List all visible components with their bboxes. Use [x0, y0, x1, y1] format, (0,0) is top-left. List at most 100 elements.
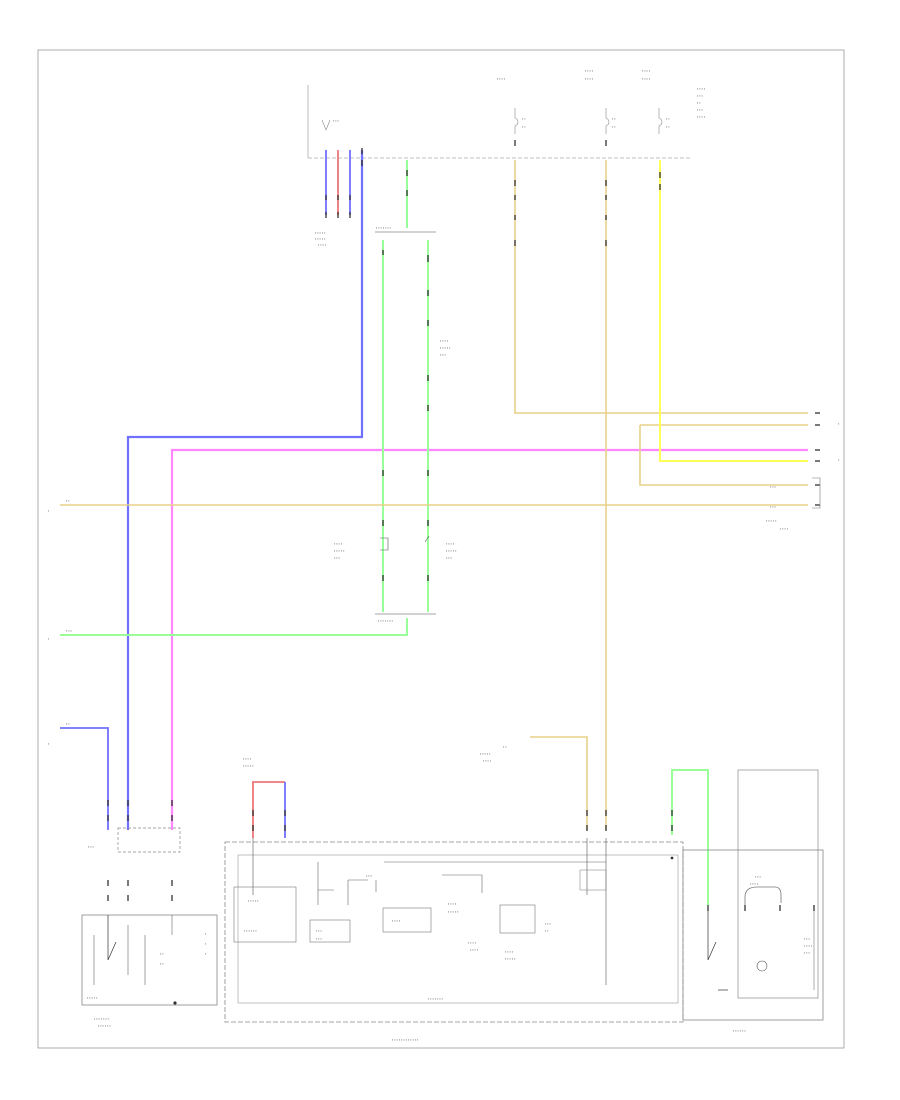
svg-text:▪ ▪ ▪ ▪: ▪ ▪ ▪ ▪ — [804, 944, 812, 948]
svg-text:▪ ▪: ▪ ▪ — [522, 117, 526, 121]
svg-text:▪ ▪ ▪ ▪: ▪ ▪ ▪ ▪ — [750, 882, 758, 886]
svg-text:▪ ▪ ▪: ▪ ▪ ▪ — [446, 556, 452, 560]
svg-text:▪ ▪ ▪ ▪ ▪: ▪ ▪ ▪ ▪ ▪ — [505, 957, 515, 961]
svg-text:▪ ▪: ▪ ▪ — [160, 952, 164, 956]
svg-text:▪ ▪: ▪ ▪ — [666, 117, 670, 121]
wire-green — [60, 160, 709, 905]
svg-text:▪ ▪ ▪ ▪ ▪: ▪ ▪ ▪ ▪ ▪ — [766, 519, 776, 523]
svg-text:▪ ▪ ▪ ▪: ▪ ▪ ▪ ▪ — [697, 115, 705, 119]
svg-text:▪ ▪ ▪ ▪ ▪: ▪ ▪ ▪ ▪ ▪ — [87, 996, 97, 1000]
svg-text:▪ ▪ ▪ ▪: ▪ ▪ ▪ ▪ — [505, 950, 513, 954]
svg-text:▪ ▪ ▪: ▪ ▪ ▪ — [316, 937, 322, 941]
svg-text:▪ ▪ ▪ ▪: ▪ ▪ ▪ ▪ — [697, 87, 705, 91]
relay-switch-mid — [380, 535, 430, 551]
fuse-box-top: ▪ ▪ ▪ ▪ ▪ ▪ ▪ ▪ ▪ ▪ ▪ ▪ ▪ ▪ ▪ ▪ ▪ ▪ ▪ ▪ … — [307, 69, 705, 159]
svg-text:▪ ▪: ▪ ▪ — [503, 745, 507, 749]
svg-text:▪ ▪ ▪ ▪ ▪ ▪ ▪: ▪ ▪ ▪ ▪ ▪ ▪ ▪ — [94, 1017, 109, 1021]
svg-text:▪ ▪ ▪ ▪ ▪: ▪ ▪ ▪ ▪ ▪ — [448, 910, 458, 914]
svg-text:▪ ▪ ▪ ▪ ▪ ▪: ▪ ▪ ▪ ▪ ▪ ▪ — [244, 929, 257, 933]
svg-text:▪ ▪ ▪: ▪ ▪ ▪ — [334, 556, 340, 560]
svg-text:▪ ▪: ▪ ▪ — [545, 929, 549, 933]
svg-text:▪ ▪: ▪ ▪ — [66, 722, 70, 726]
ac-compressor-clutch: ▪ ▪ ▪ ▪ ▪ ▪ ▪ ▪ ▪ ▪ ▪ ▪ ▪ ▪ ▪ ▪ ▪ ▪ ▪ ▪ … — [81, 827, 218, 1028]
svg-text:▪ ▪ ▪: ▪ ▪ ▪ — [755, 875, 761, 879]
svg-text:▪: ▪ — [48, 509, 49, 513]
svg-text:▪ ▪ ▪ ▪ ▪ ▪: ▪ ▪ ▪ ▪ ▪ ▪ — [733, 1029, 746, 1033]
label-ecm-upper: ▪ ▪ ▪ ▪ ▪ ▪ ▪ ▪ ▪ ▪ ▪ ▪ ▪ ▪ ▪ ▪ ▪ ▪ ▪ ▪ — [243, 745, 507, 768]
svg-text:▪ ▪ ▪: ▪ ▪ ▪ — [88, 845, 94, 849]
wire-pink — [170, 448, 808, 830]
engine-control-module: ▪ ▪ ▪ ▪ ▪ ▪ ▪ ▪ ▪ ▪ ▪ ▪ ▪ ▪ ▪ ▪ ▪ ▪ ▪ ▪ … — [224, 838, 684, 1042]
svg-text:▪ ▪ ▪ ▪: ▪ ▪ ▪ ▪ — [780, 527, 788, 531]
svg-text:▪ ▪ ▪ ▪ ▪ ▪ ▪ ▪ ▪ ▪ ▪ ▪: ▪ ▪ ▪ ▪ ▪ ▪ ▪ ▪ ▪ ▪ ▪ ▪ — [392, 1038, 418, 1042]
wire-blue — [126, 150, 364, 830]
svg-text:▪ ▪ ▪ ▪: ▪ ▪ ▪ ▪ — [470, 948, 478, 952]
svg-text:▪ ▪ ▪ ▪ ▪: ▪ ▪ ▪ ▪ ▪ — [243, 764, 253, 768]
svg-text:▪ ▪ ▪ ▪ ▪ ▪ ▪: ▪ ▪ ▪ ▪ ▪ ▪ ▪ — [428, 997, 443, 1001]
svg-text:▪: ▪ — [838, 422, 839, 426]
svg-text:▪ ▪ ▪: ▪ ▪ ▪ — [804, 951, 810, 955]
wire-red-blue-loop — [252, 781, 286, 838]
label-relay-right: ▪ ▪ ▪ ▪ — [446, 542, 454, 546]
svg-text:▪ ▪ ▪ ▪: ▪ ▪ ▪ ▪ — [392, 919, 400, 923]
svg-text:▪: ▪ — [205, 942, 206, 946]
svg-text:▪ ▪ ▪ ▪ ▪: ▪ ▪ ▪ ▪ ▪ — [440, 346, 450, 350]
connector-marks — [107, 140, 820, 911]
svg-text:▪ ▪ ▪ ▪ ▪ ▪: ▪ ▪ ▪ ▪ ▪ ▪ — [98, 1024, 111, 1028]
svg-text:▪ ▪: ▪ ▪ — [697, 101, 701, 105]
svg-text:▪ ▪ ▪ ▪ ▪: ▪ ▪ ▪ ▪ ▪ — [334, 549, 344, 553]
svg-text:▪ ▪ ▪: ▪ ▪ ▪ — [545, 922, 551, 926]
right-connector: ▪ ▪ ▪ ▪ ▪ ▪ ▪ ▪ ▪ ▪ ▪ ▪ ▪ ▪ ▪ ▪ ▪ — [766, 422, 839, 531]
svg-text:▪ ▪ ▪ ▪ ▪: ▪ ▪ ▪ ▪ ▪ — [315, 237, 325, 241]
svg-text:▪: ▪ — [48, 637, 49, 641]
svg-text:▪ ▪ ▪ ▪: ▪ ▪ ▪ ▪ — [318, 243, 326, 247]
svg-text:▪ ▪ ▪ ▪ ▪: ▪ ▪ ▪ ▪ ▪ — [315, 231, 325, 235]
svg-text:▪ ▪ ▪ ▪: ▪ ▪ ▪ ▪ — [483, 759, 491, 763]
svg-text:▪ ▪ ▪ ▪: ▪ ▪ ▪ ▪ — [642, 77, 650, 81]
svg-text:▪ ▪ ▪: ▪ ▪ ▪ — [804, 937, 810, 941]
svg-text:▪ ▪ ▪: ▪ ▪ ▪ — [366, 874, 372, 878]
svg-text:▪ ▪ ▪ ▪ ▪: ▪ ▪ ▪ ▪ ▪ — [446, 549, 456, 553]
svg-text:▪ ▪ ▪ ▪: ▪ ▪ ▪ ▪ — [585, 77, 593, 81]
wire-blue-left — [60, 727, 109, 830]
svg-text:▪ ▪ ▪ ▪ ▪: ▪ ▪ ▪ ▪ ▪ — [248, 899, 258, 903]
svg-text:▪ ▪ ▪ ▪: ▪ ▪ ▪ ▪ — [243, 757, 251, 761]
wire-tan — [60, 160, 808, 830]
svg-text:▪ ▪ ▪ ▪: ▪ ▪ ▪ ▪ — [468, 941, 476, 945]
label-mid-right: ▪ ▪ ▪ ▪ — [440, 339, 448, 343]
svg-text:▪ ▪ ▪: ▪ ▪ ▪ — [697, 94, 703, 98]
splice-bottom: ▪ ▪ ▪ ▪ ▪ ▪ ▪ — [375, 613, 436, 623]
svg-text:▪ ▪ ▪ ▪: ▪ ▪ ▪ ▪ — [497, 77, 505, 81]
svg-text:▪ ▪ ▪ ▪: ▪ ▪ ▪ ▪ — [642, 69, 650, 73]
svg-text:▪ ▪ ▪: ▪ ▪ ▪ — [697, 108, 703, 112]
svg-text:▪ ▪: ▪ ▪ — [666, 125, 670, 129]
svg-text:▪: ▪ — [48, 742, 49, 746]
svg-text:▪ ▪ ▪: ▪ ▪ ▪ — [770, 485, 776, 489]
ground-mark-top: ▪ ▪ ▪ ▪ ▪ ▪ ▪ ▪ ▪ ▪ ▪ ▪ ▪ ▪ — [315, 220, 356, 247]
svg-text:▪: ▪ — [838, 458, 839, 462]
svg-text:▪ ▪ ▪: ▪ ▪ ▪ — [440, 353, 446, 357]
wire-top-fuse-leads — [325, 150, 351, 215]
svg-text:▪ ▪ ▪ ▪: ▪ ▪ ▪ ▪ — [585, 69, 593, 73]
label-relay-left: ▪ ▪ ▪ ▪ — [334, 542, 342, 546]
svg-text:▪ ▪: ▪ ▪ — [522, 125, 526, 129]
svg-text:▪: ▪ — [205, 952, 206, 956]
svg-text:▪ ▪: ▪ ▪ — [612, 125, 616, 129]
sensor-box-right: ▪ ▪ ▪ ▪ ▪ ▪ ▪ ▪ ▪ ▪ ▪ ▪ ▪ ▪ ▪ ▪ ▪ ▪ ▪ ▪ … — [682, 769, 824, 1033]
svg-text:▪ ▪: ▪ ▪ — [160, 962, 164, 966]
svg-text:▪ ▪ ▪: ▪ ▪ ▪ — [316, 929, 322, 933]
svg-text:▪ ▪ ▪: ▪ ▪ ▪ — [333, 119, 339, 123]
left-edge-labels: ▪ ▪ ▪ ▪ ▪ ▪ ▪ ▪ ▪ ▪ — [48, 499, 72, 746]
svg-text:▪ ▪ ▪ ▪ ▪ ▪ ▪: ▪ ▪ ▪ ▪ ▪ ▪ ▪ — [376, 226, 391, 230]
svg-text:▪ ▪: ▪ ▪ — [612, 117, 616, 121]
svg-text:▪ ▪ ▪ ▪ ▪: ▪ ▪ ▪ ▪ ▪ — [480, 752, 490, 756]
svg-text:▪ ▪ ▪ ▪: ▪ ▪ ▪ ▪ — [448, 902, 456, 906]
splice-top: ▪ ▪ ▪ ▪ ▪ ▪ ▪ — [375, 226, 436, 233]
svg-text:▪: ▪ — [205, 932, 206, 936]
svg-text:▪ ▪ ▪ ▪ ▪ ▪ ▪: ▪ ▪ ▪ ▪ ▪ ▪ ▪ — [378, 619, 393, 623]
wire-yellow — [659, 160, 808, 462]
svg-text:▪ ▪ ▪: ▪ ▪ ▪ — [770, 505, 776, 509]
svg-text:▪ ▪ ▪: ▪ ▪ ▪ — [66, 629, 72, 633]
svg-text:▪ ▪: ▪ ▪ — [66, 499, 70, 503]
